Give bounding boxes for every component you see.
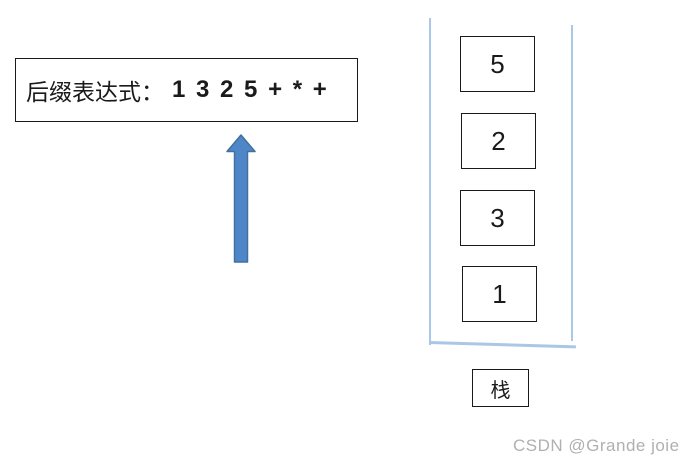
stack-item-value: 2 [491,125,506,156]
stack-item-value: 3 [490,202,505,233]
expression-value: 1 3 2 5 + * + [172,76,329,103]
watermark: CSDN @Grande joie [513,436,680,455]
expression-box: 后缀表达式： 1 3 2 5 + * + [15,58,358,122]
stack-label-box: 栈 [472,369,529,407]
stack-item-value: 5 [490,48,505,79]
stack-item-box: 3 [460,190,535,246]
stack-item-box: 2 [461,113,536,169]
stack-item-value: 1 [492,278,507,309]
stack-right-line [571,25,573,341]
stack-label: 栈 [490,379,511,402]
expression-label: 后缀表达式： [26,80,164,105]
stack-item-box: 1 [462,266,537,322]
stack-left-line [429,18,431,345]
stack-bottom-line [428,341,576,348]
up-arrow-icon [226,134,256,263]
stack-item-box: 5 [460,36,535,92]
